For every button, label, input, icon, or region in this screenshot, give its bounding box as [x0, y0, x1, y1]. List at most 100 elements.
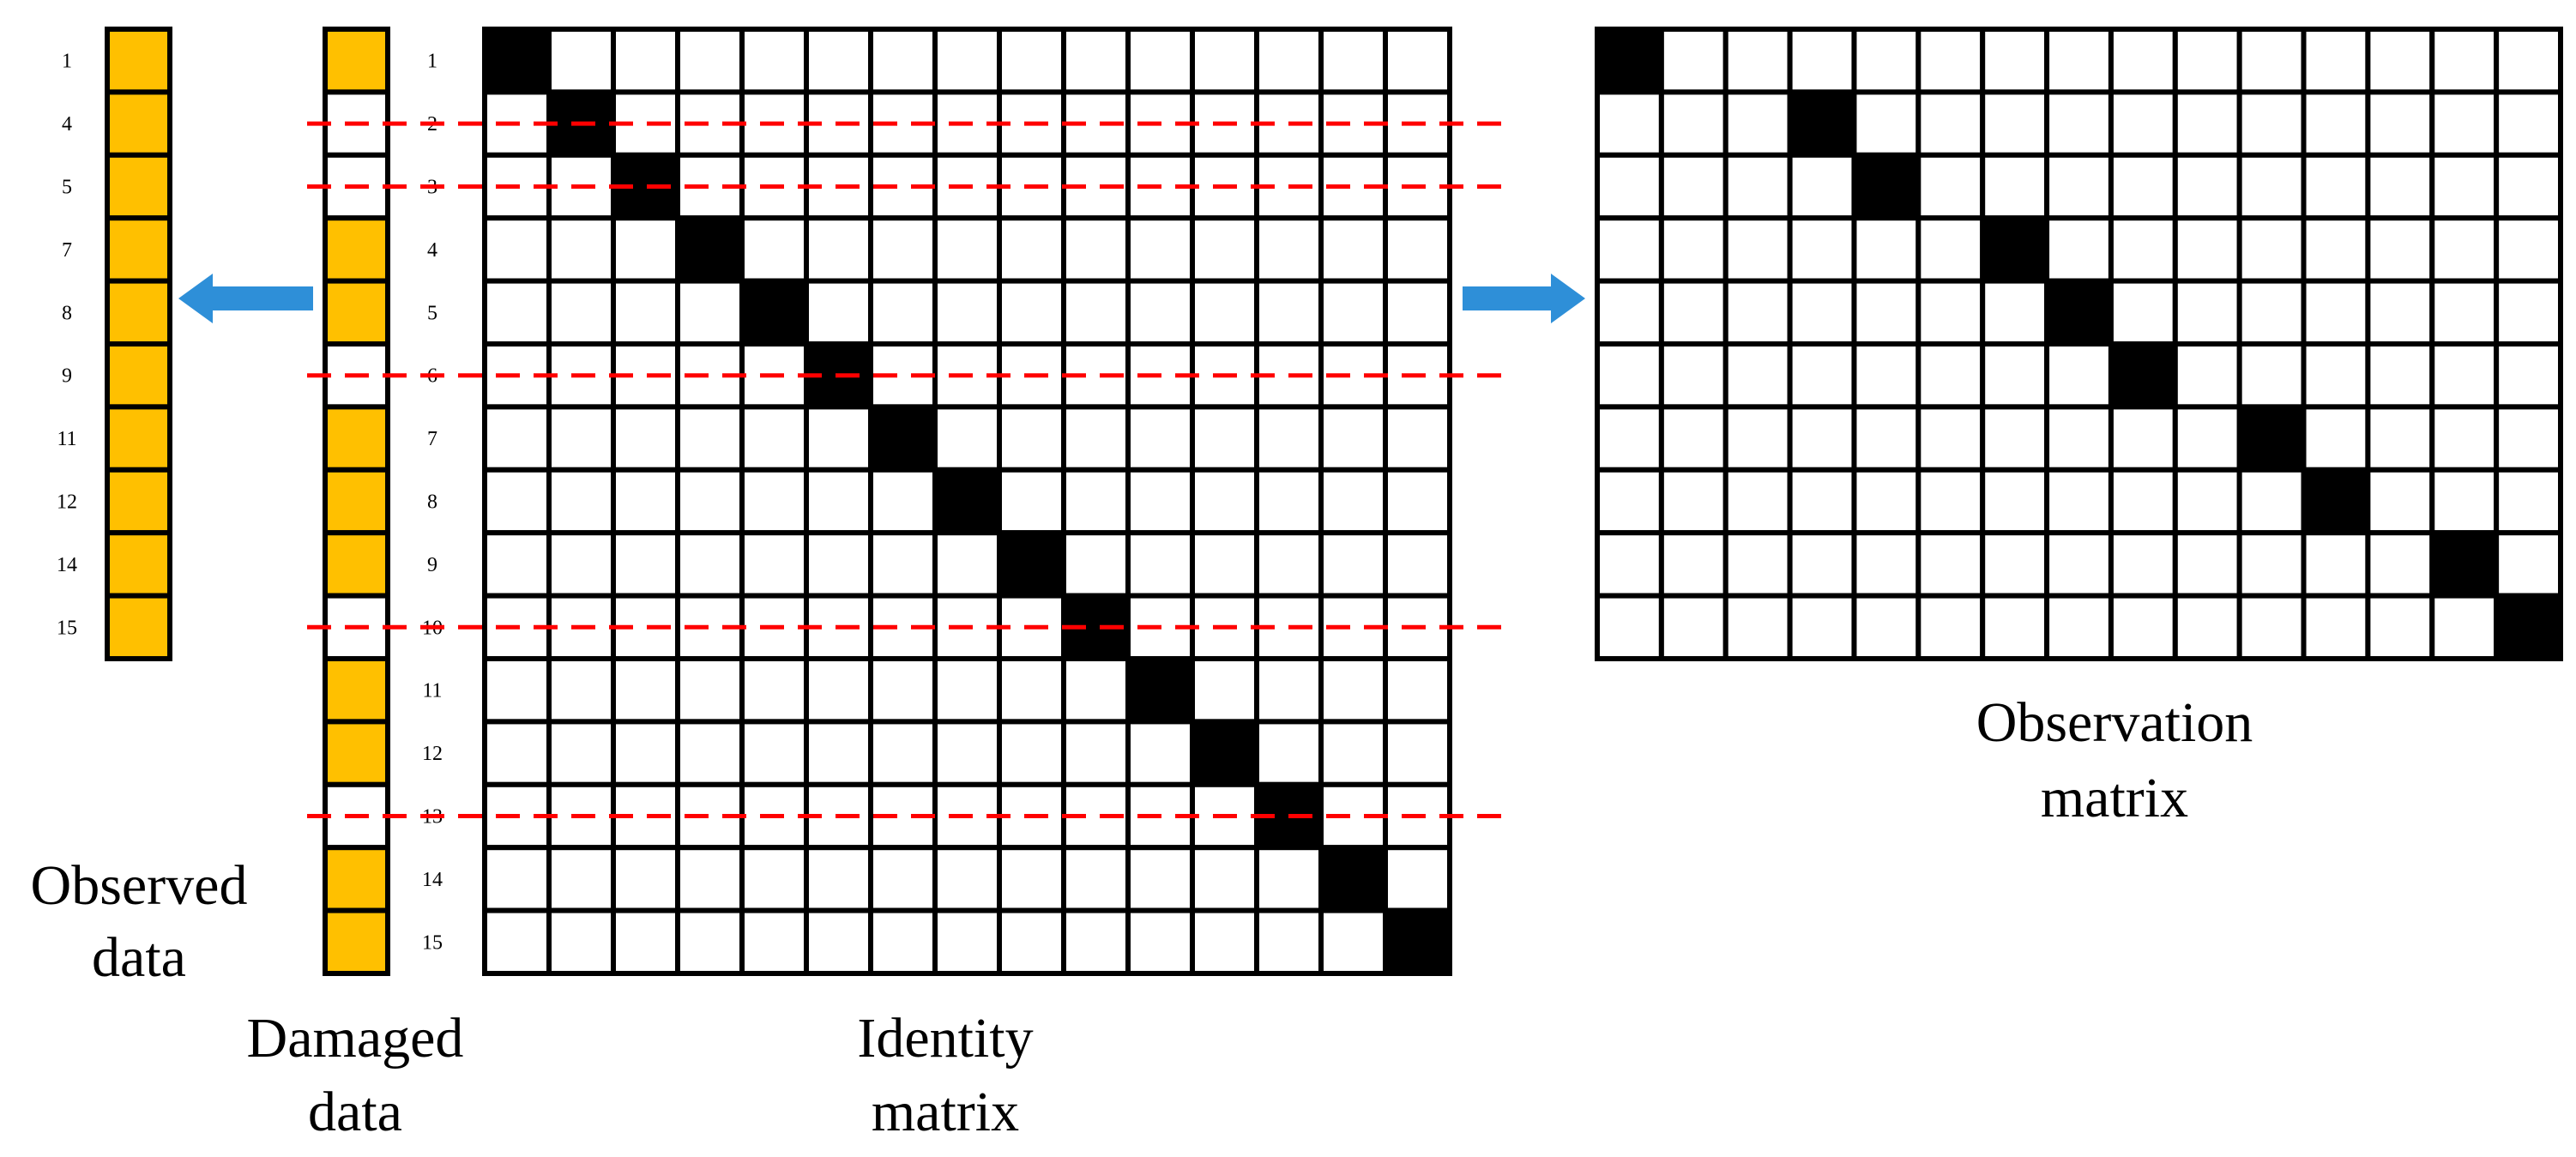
- arrow-to-observation: [1463, 274, 1585, 323]
- observation-cell: [1658, 530, 1728, 599]
- observation-cell: [1658, 215, 1728, 284]
- identity-cell: [1254, 215, 1324, 284]
- identity-cell: [1125, 404, 1195, 473]
- identity-cell: [546, 719, 616, 787]
- identity-cell: [1190, 404, 1259, 473]
- identity-cell: [482, 215, 552, 284]
- observation-cell: [1658, 467, 1728, 536]
- identity-cell: [1318, 907, 1388, 976]
- observed-cell: [105, 152, 172, 221]
- identity-cell: [997, 404, 1066, 473]
- identity-cell: [1383, 215, 1452, 284]
- observation-cell: [1980, 404, 2050, 473]
- damaged-row-label: 11: [422, 680, 442, 702]
- observation-cell: [2301, 530, 2371, 599]
- identity-cell: [1254, 719, 1324, 787]
- identity-cell: [1061, 467, 1131, 536]
- observation-cell: [2494, 27, 2563, 95]
- observation-cell: [1915, 530, 1986, 599]
- identity-caption-line2: matrix: [872, 1081, 1019, 1143]
- identity-cell: [1125, 278, 1195, 347]
- identity-cell: [1383, 404, 1452, 473]
- observation-caption-line2: matrix: [2041, 767, 2188, 829]
- observation-cell: [1980, 467, 2050, 536]
- identity-cell: [1318, 27, 1388, 95]
- observation-cell: [1595, 215, 1664, 284]
- observed-index-label: 7: [62, 239, 72, 262]
- identity-cell: [1190, 278, 1259, 347]
- observation-cell: [1851, 341, 1921, 410]
- identity-diagonal-cell: [868, 404, 938, 473]
- identity-cell: [1254, 278, 1324, 347]
- identity-cell: [997, 278, 1066, 347]
- observation-one-cell: [2108, 341, 2178, 410]
- identity-cell: [1383, 467, 1452, 536]
- identity-cell: [1125, 27, 1195, 95]
- identity-cell: [611, 278, 680, 347]
- observation-cell: [1787, 404, 1857, 473]
- identity-cell: [675, 27, 745, 95]
- identity-cell: [804, 845, 873, 913]
- observation-cell: [2494, 530, 2563, 599]
- damaged-cell: [323, 845, 390, 913]
- identity-cell: [932, 530, 1002, 599]
- identity-cell: [997, 907, 1066, 976]
- identity-cell: [1254, 656, 1324, 725]
- observation-cell: [2429, 404, 2500, 473]
- observation-cell: [2108, 467, 2178, 536]
- observed-cell: [105, 593, 172, 661]
- identity-cell: [739, 467, 809, 536]
- identity-cell: [546, 907, 616, 976]
- damaged-row-label: 5: [427, 302, 437, 324]
- identity-cell: [611, 467, 680, 536]
- identity-cell: [546, 845, 616, 913]
- identity-cell: [868, 27, 938, 95]
- observation-cell: [2301, 593, 2371, 661]
- observation-cell: [1722, 27, 1793, 95]
- identity-cell: [804, 656, 873, 725]
- identity-cell: [868, 278, 938, 347]
- identity-cell: [1190, 907, 1259, 976]
- identity-cell: [804, 404, 873, 473]
- observation-one-cell: [2301, 467, 2371, 536]
- identity-cell: [611, 907, 680, 976]
- observation-cell: [2108, 404, 2178, 473]
- observation-one-cell: [1980, 215, 2050, 284]
- identity-cell: [804, 719, 873, 787]
- identity-cell: [932, 719, 1002, 787]
- identity-cell: [482, 530, 552, 599]
- identity-cell: [997, 719, 1066, 787]
- observation-cell: [1595, 530, 1664, 599]
- identity-cell: [1318, 719, 1388, 787]
- observed-index-label: 1: [62, 51, 72, 73]
- identity-caption-line1: Identity: [857, 1007, 1033, 1070]
- observation-cell: [2494, 278, 2563, 347]
- observation-cell: [2429, 341, 2500, 410]
- observation-cell: [1722, 593, 1793, 661]
- observation-cell: [2236, 593, 2307, 661]
- observation-cell: [1915, 404, 1986, 473]
- observation-cell: [1915, 215, 1986, 284]
- observation-cell: [2365, 89, 2435, 158]
- observation-cell: [1915, 593, 1986, 661]
- identity-cell: [804, 907, 873, 976]
- observation-cell: [1915, 341, 1986, 410]
- observation-cell: [1787, 27, 1857, 95]
- observation-cell: [2236, 467, 2307, 536]
- observed-index-label: 14: [57, 554, 77, 576]
- observation-cell: [1851, 27, 1921, 95]
- observation-cell: [1980, 89, 2050, 158]
- identity-cell: [1383, 719, 1452, 787]
- observation-cell: [1595, 404, 1664, 473]
- observation-cell: [1851, 467, 1921, 536]
- identity-cell: [997, 845, 1066, 913]
- identity-cell: [1061, 845, 1131, 913]
- damaged-caption-line1: Damaged: [247, 1007, 464, 1070]
- damaged-cell: [323, 215, 390, 284]
- observed-caption-line2: data: [92, 926, 186, 989]
- identity-cell: [1125, 845, 1195, 913]
- damaged-cell: [323, 404, 390, 473]
- observation-cell: [2365, 215, 2435, 284]
- identity-cell: [482, 404, 552, 473]
